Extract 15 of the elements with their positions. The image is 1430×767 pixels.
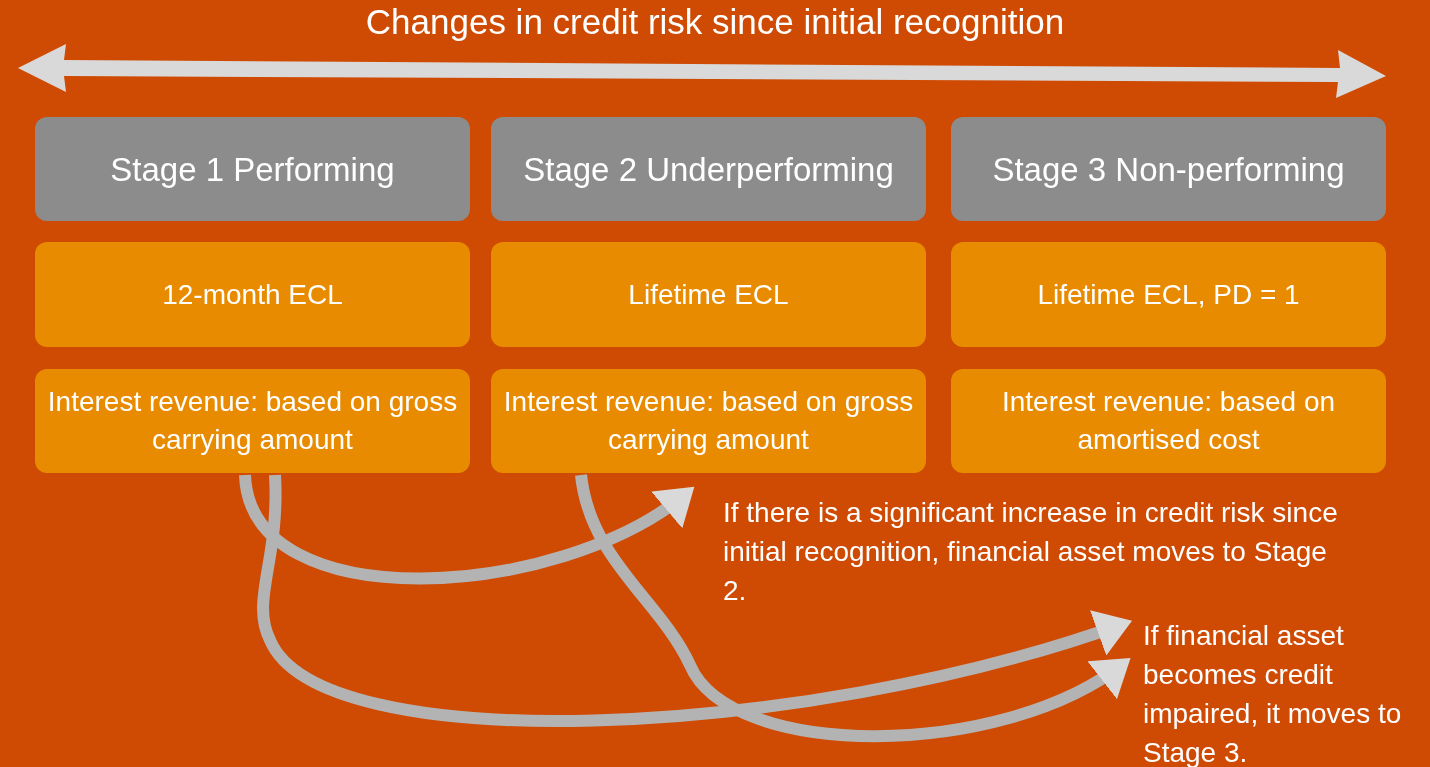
diagram-title: Changes in credit risk since initial recognition (364, 2, 1066, 42)
interest-box: Interest revenue: based on gross carrying amount (35, 369, 470, 473)
stage-header: Stage 2 Underperforming (491, 117, 926, 221)
note-text: If there is a significant increase in credit risk since initial recognition, financial asset moves to Stage 2. (723, 493, 1343, 613)
interest-box: Interest revenue: based on gross carrying amount (491, 369, 926, 473)
ecl-box: Lifetime ECL, PD = 1 (951, 242, 1386, 347)
curved-arrow (257, 474, 1133, 727)
curved-arrow (575, 474, 1132, 743)
ecl-box: Lifetime ECL (491, 242, 926, 347)
ecl-box: 12-month ECL (35, 242, 470, 347)
curved-arrow (239, 473, 695, 585)
note-text: If financial asset becomes credit impaired, it moves to Stage 3. (1143, 616, 1423, 766)
stage-header: Stage 1 Performing (35, 117, 470, 221)
interest-box: Interest revenue: based on amortised cost (951, 369, 1386, 473)
stage-header: Stage 3 Non-performing (951, 117, 1386, 221)
